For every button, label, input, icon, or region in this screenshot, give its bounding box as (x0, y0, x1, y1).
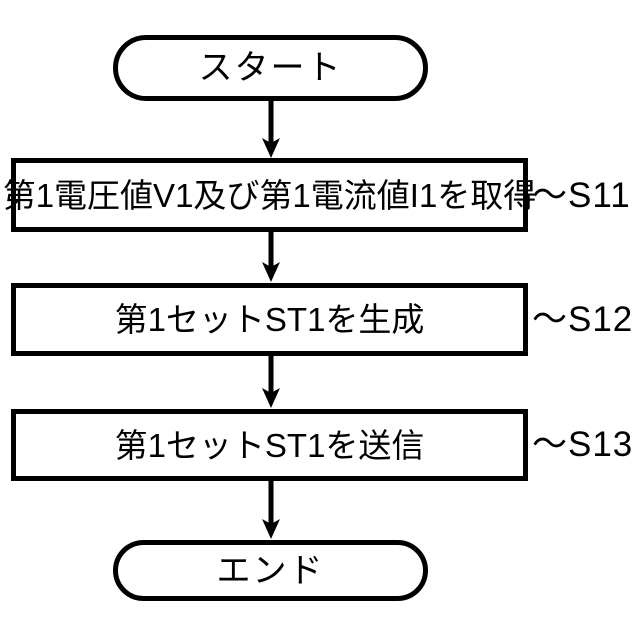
arrow-down-icon (262, 100, 280, 158)
connector-s13-to-end (262, 481, 280, 540)
flowchart-node-end[interactable]: エンド (113, 540, 428, 601)
flowchart-node-s13[interactable]: 第1セットST1を送信 (11, 409, 528, 481)
flowchart-node-s12[interactable]: 第1セットST1を生成 (11, 283, 528, 356)
connector-start-to-s11 (262, 100, 280, 159)
arrow-down-icon (262, 356, 280, 408)
arrow-down-icon (262, 232, 280, 282)
node-label-end: エンド (216, 551, 325, 590)
connector-s11-to-s12 (262, 232, 280, 283)
node-label-s13: 第1セットST1を送信 (114, 426, 425, 464)
node-label-start: スタート (198, 49, 343, 87)
connector-s12-to-s13 (262, 356, 280, 409)
step-ref-s13: 〜S13 (532, 424, 634, 464)
node-label-s12: 第1セットST1を生成 (114, 301, 425, 338)
node-label-s11: 第1電圧値V1及び第1電流値I1を取得 (2, 176, 537, 214)
arrow-down-icon (262, 481, 280, 539)
step-ref-s12: 〜S12 (532, 299, 634, 339)
flowchart-node-start[interactable]: スタート (113, 35, 428, 101)
step-ref-s11: 〜S11 (532, 175, 631, 215)
flowchart-node-s11[interactable]: 第1電圧値V1及び第1電流値I1を取得 (3, 158, 536, 232)
